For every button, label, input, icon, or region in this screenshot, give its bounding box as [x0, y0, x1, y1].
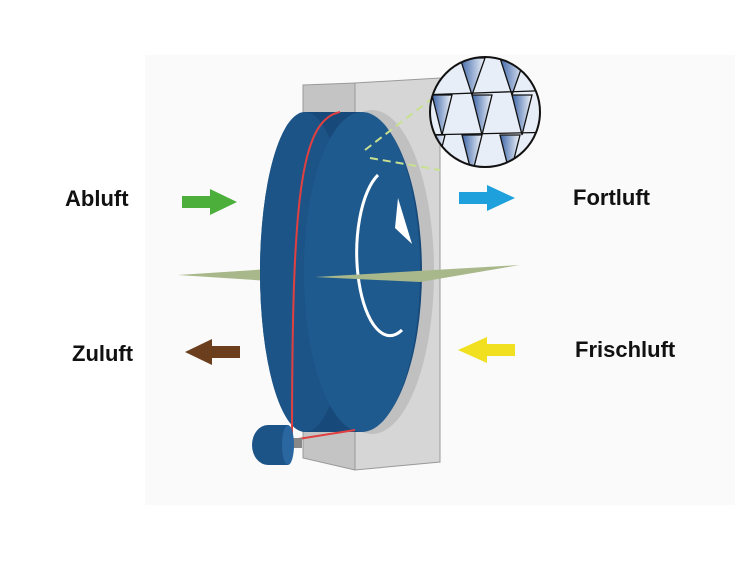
label-fortluft: Fortluft	[573, 185, 650, 210]
zuluft-arrow-icon	[185, 339, 240, 365]
rotation-arrow-icon	[355, 173, 404, 338]
abluft-arrow-icon	[182, 189, 237, 215]
label-zuluft: Zuluft	[72, 341, 134, 366]
label-frischluft: Frischluft	[575, 337, 676, 362]
frischluft-arrow-icon	[458, 337, 515, 363]
motor	[252, 425, 302, 465]
drive-belt	[290, 111, 356, 442]
zoom-indicator-lines	[364, 99, 441, 171]
fortluft-arrow-icon	[459, 185, 515, 211]
label-abluft: Abluft	[65, 186, 129, 211]
rotor-wheel	[260, 110, 434, 434]
